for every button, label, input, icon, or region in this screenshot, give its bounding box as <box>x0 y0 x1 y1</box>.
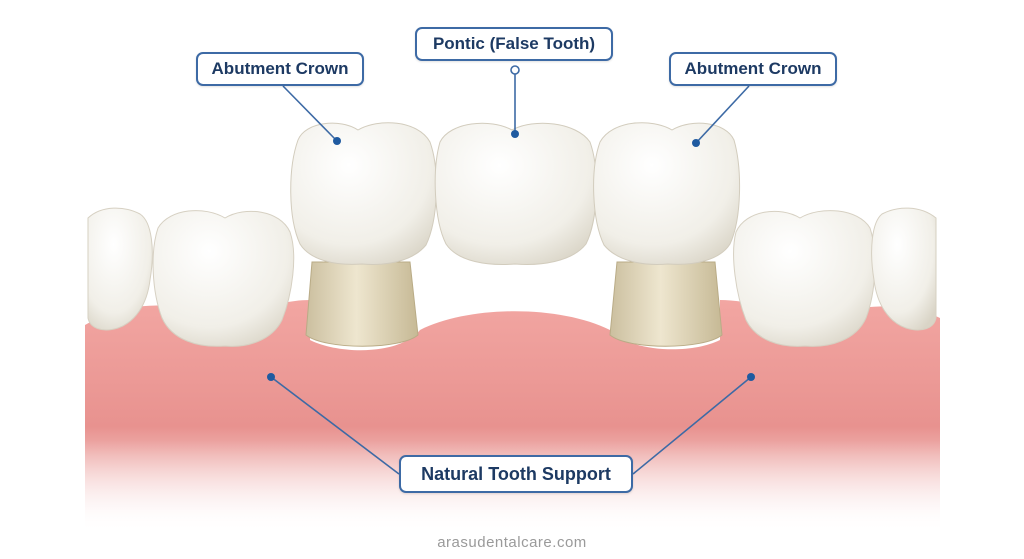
leader-lines <box>270 70 752 475</box>
leader-dots <box>267 130 755 381</box>
abutment-crown-right-label: Abutment Crown <box>669 52 837 86</box>
abutment-crown-right <box>593 122 741 265</box>
leader-line-support-left <box>270 376 400 475</box>
abutment-post-right <box>609 261 723 347</box>
leader-line-abutment-right <box>695 85 750 144</box>
abutment-crown-left-label: Abutment Crown <box>196 52 364 86</box>
leader-ring-pontic <box>510 65 520 75</box>
natural-tooth-support-label: Natural Tooth Support <box>399 455 633 493</box>
abutment-crown-left <box>290 122 437 265</box>
leader-dot-pontic <box>511 130 519 138</box>
leader-dot-abutment-left <box>333 137 341 145</box>
leader-dot-support-left <box>267 373 275 381</box>
natural-tooth-far-left <box>87 207 153 331</box>
pontic-crown <box>434 122 597 265</box>
watermark-text: arasudentalcare.com <box>437 534 587 551</box>
natural-tooth-far-right <box>871 207 937 331</box>
natural-tooth-right <box>733 210 876 347</box>
leader-dot-support-right <box>747 373 755 381</box>
natural-tooth-left <box>152 210 295 347</box>
leader-line-support-right <box>632 376 752 475</box>
leader-line-abutment-left <box>282 85 338 142</box>
pontic-label: Pontic (False Tooth) <box>415 27 613 61</box>
abutment-post-left <box>305 261 419 347</box>
leader-dot-abutment-right <box>692 139 700 147</box>
